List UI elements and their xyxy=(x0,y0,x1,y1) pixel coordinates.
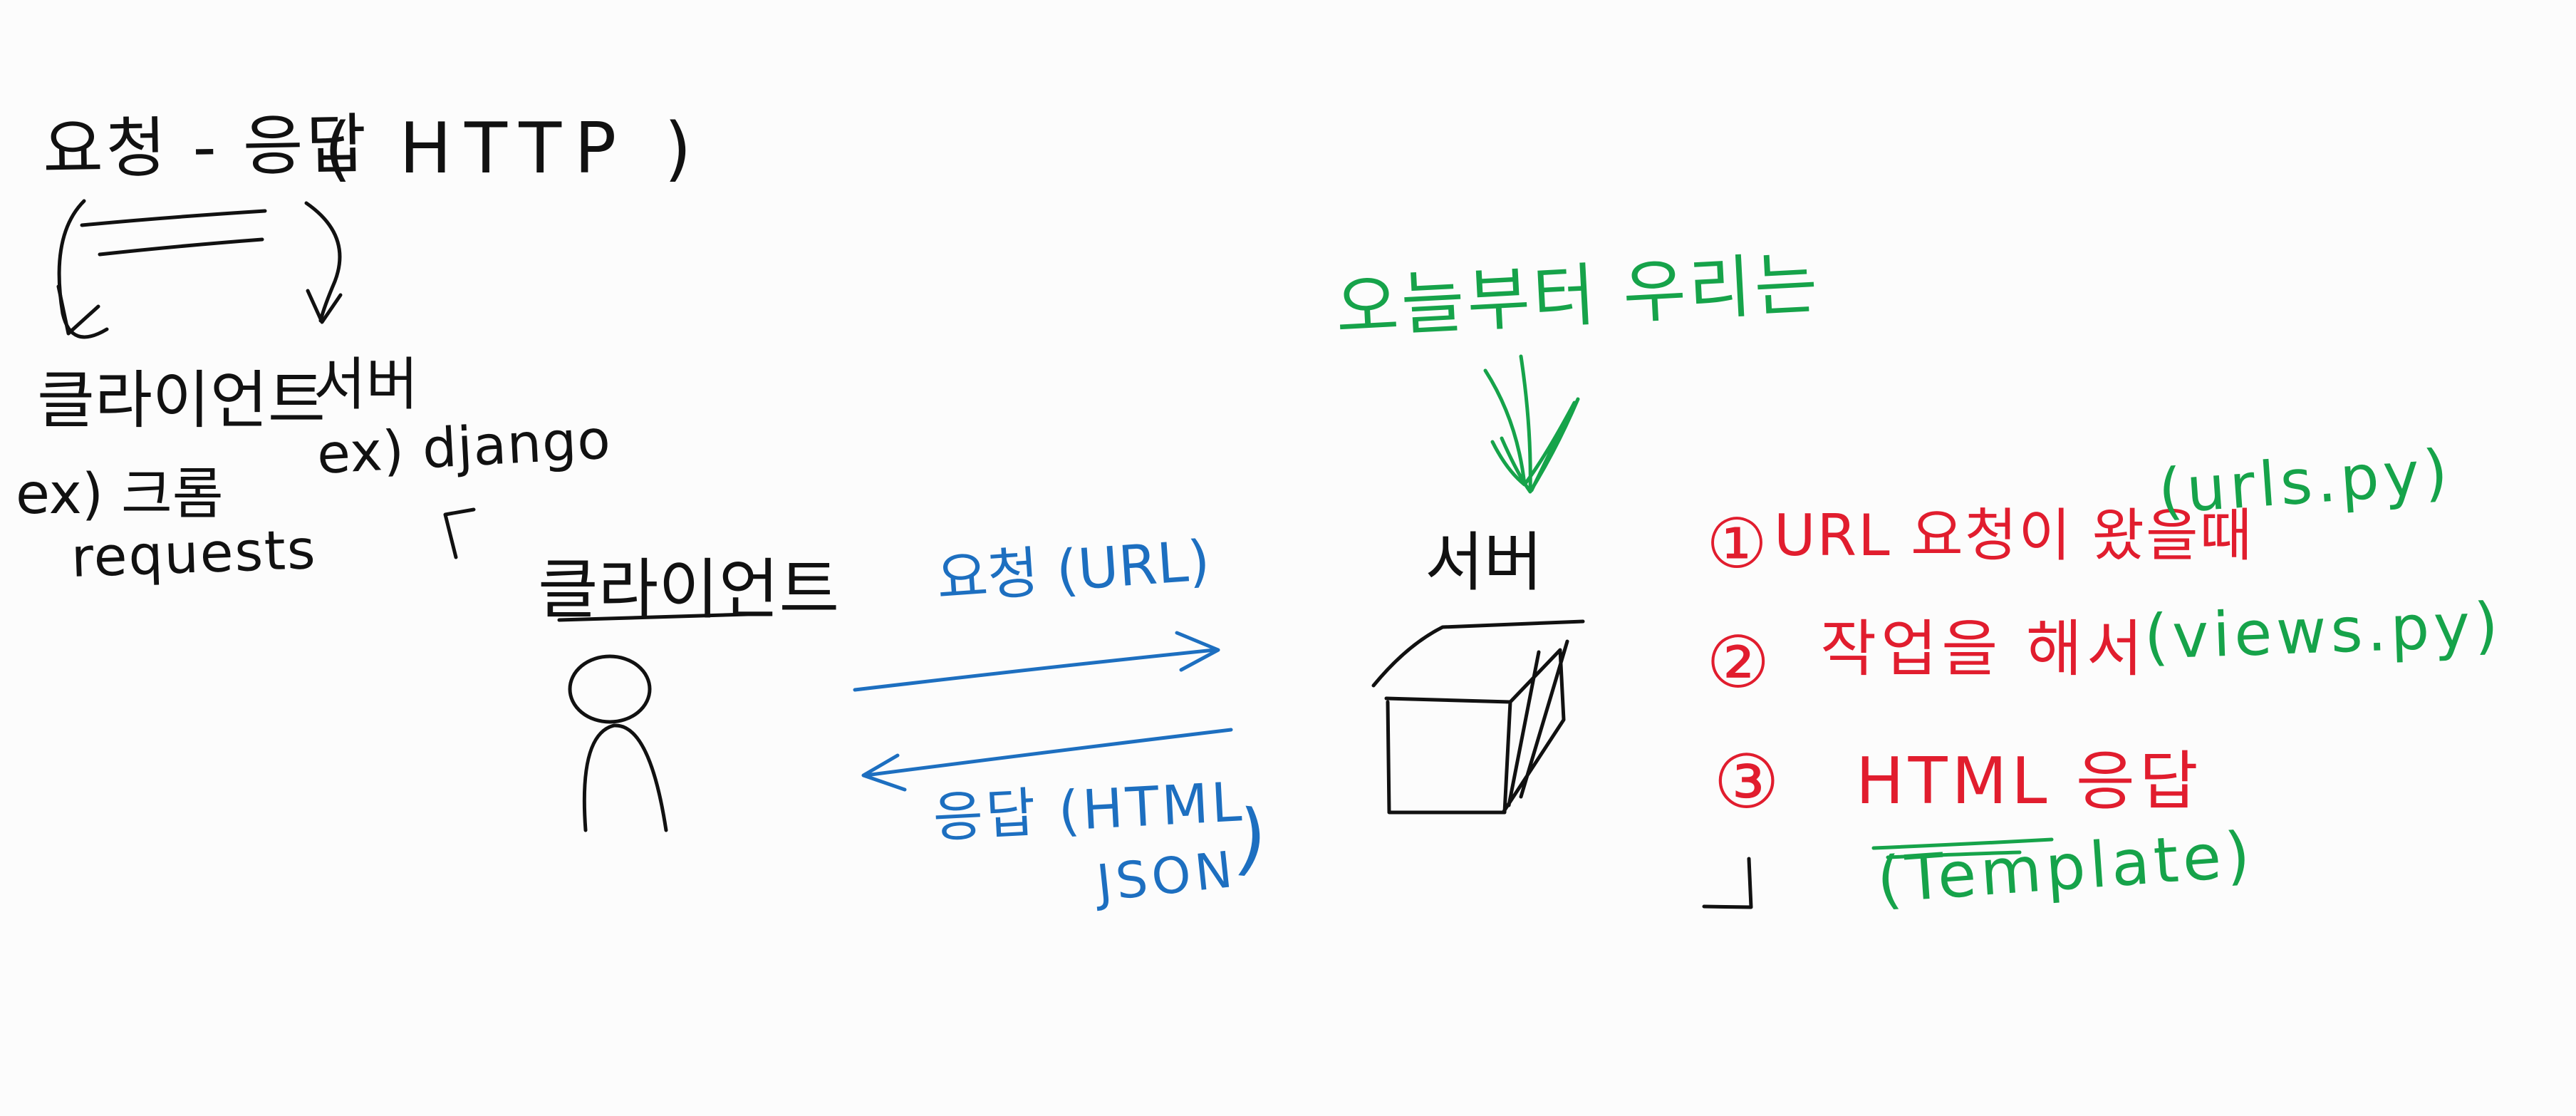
server-example-django: ex) django xyxy=(315,407,613,486)
response-label: 응답 (HTML xyxy=(931,770,1246,849)
request-arrow-head xyxy=(1175,631,1220,672)
title-http: ( HTTP ) xyxy=(324,108,705,190)
corner-mark xyxy=(443,507,476,559)
client-example-requests: requests xyxy=(70,517,318,589)
step-2-number: ② xyxy=(1706,621,1770,704)
html-underline-2 xyxy=(1886,850,2022,859)
step-1-number: ① xyxy=(1706,504,1768,584)
response-arrow-head xyxy=(861,753,907,792)
response-arrow xyxy=(863,728,1233,777)
server-figure-label: 서버 xyxy=(1425,525,1543,600)
arrow-to-server-head xyxy=(306,289,343,324)
step-2-file: (views.py) xyxy=(2143,589,2504,673)
step-3-number: ③ xyxy=(1713,738,1780,825)
client-figure-head xyxy=(568,654,652,724)
note-arrow xyxy=(1483,354,1580,494)
arrow-to-client-head xyxy=(56,284,100,336)
step-2-text: 작업을 해서 xyxy=(1820,614,2147,685)
title-request-response: 요청 - 응답 xyxy=(42,106,370,188)
client-role-label: 클라이언트 xyxy=(37,363,326,437)
response-label-json: JSON xyxy=(1094,839,1240,913)
arrow-to-server xyxy=(304,201,342,323)
steps-corner-mark xyxy=(1702,857,1753,909)
title-underline-2 xyxy=(98,237,264,257)
client-figure-body xyxy=(582,723,668,832)
client-example-chrome: ex) 크롬 xyxy=(16,463,224,527)
step-3-text: HTML 응답 xyxy=(1856,744,2203,819)
html-underline-1 xyxy=(1871,837,2054,850)
client-label-underline xyxy=(557,612,750,622)
server-role-label: 서버 xyxy=(313,351,419,418)
request-arrow xyxy=(853,648,1217,692)
step-1-text: URL 요청이 왔을때 xyxy=(1774,502,2254,569)
title-underline-1 xyxy=(80,209,267,227)
client-figure-label: 클라이언트 xyxy=(538,552,840,628)
server-cube xyxy=(1371,619,1585,815)
